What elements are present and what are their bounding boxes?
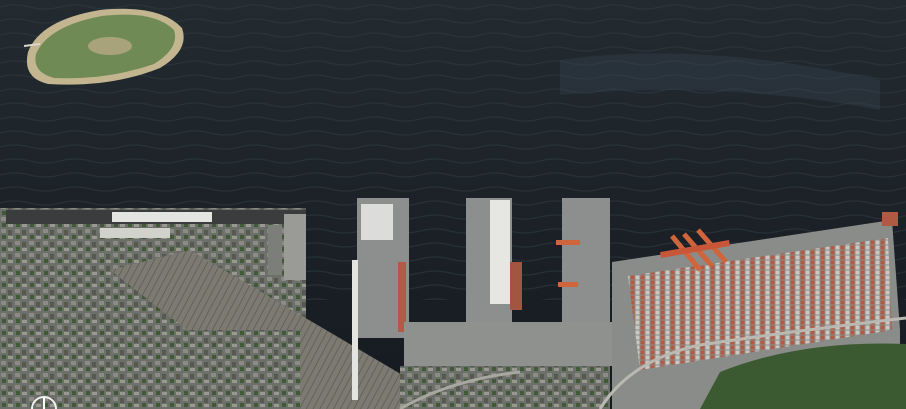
lower-city-middle — [400, 366, 610, 409]
pier-right — [556, 198, 610, 328]
road-diagonal — [399, 370, 521, 409]
compass-icon — [31, 396, 57, 409]
pier-middle — [466, 198, 522, 326]
lower-city-left — [0, 330, 300, 409]
gantry-cranes — [660, 228, 730, 272]
park-vegetation — [700, 343, 906, 409]
pier-base-apron — [404, 322, 614, 366]
pier-left — [352, 198, 409, 400]
island — [23, 8, 184, 85]
water-glare — [560, 53, 880, 110]
rail-yard — [110, 250, 460, 409]
road-curve — [598, 316, 906, 409]
